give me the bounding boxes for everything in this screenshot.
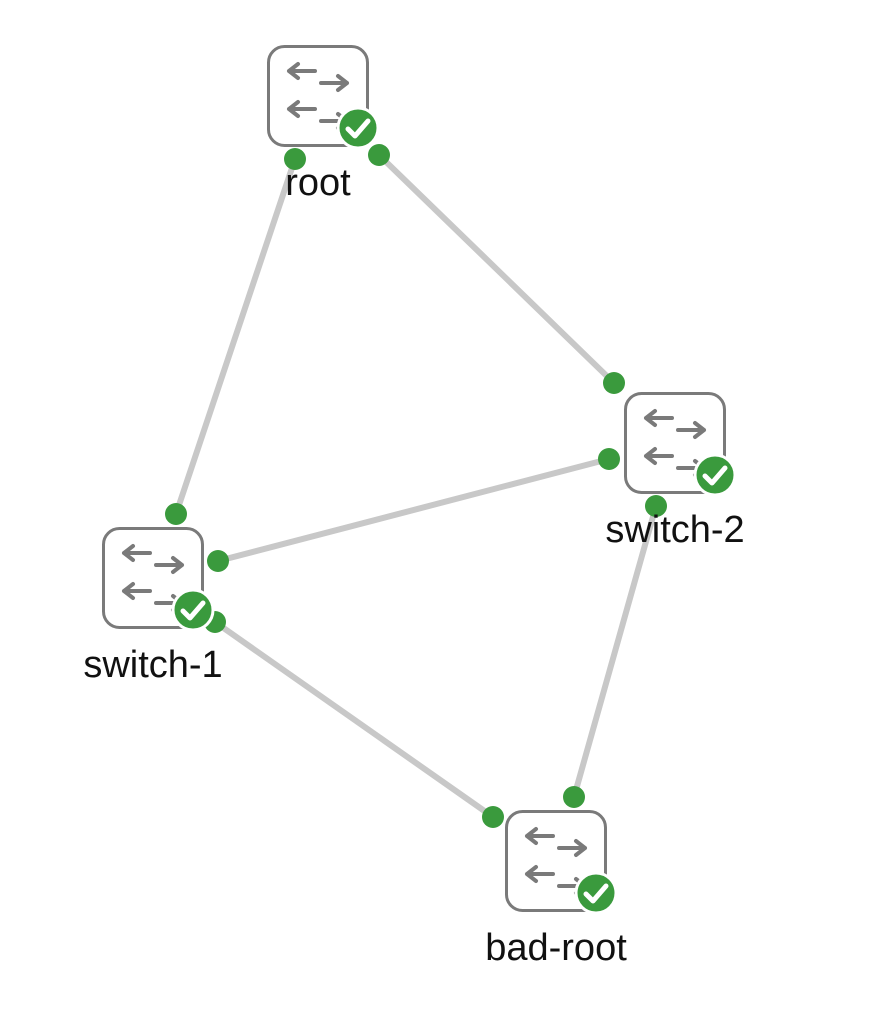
port-root[interactable] [284,148,306,170]
port-switch-2[interactable] [645,495,667,517]
switch-icon [644,409,706,477]
link-switch-1-bad-root[interactable] [212,619,496,820]
port-switch-1[interactable] [207,550,229,572]
node-bad-root[interactable] [505,810,618,915]
port-switch-1[interactable] [165,503,187,525]
check-circle-icon [693,453,737,497]
node-label-bad-root: bad-root [485,927,627,969]
links-layer [173,152,659,820]
check-circle-icon [574,871,618,915]
link-switch-1-switch-2[interactable] [215,456,612,564]
nodes-layer: root switch-2 switch-1 bad-root [83,45,745,969]
link-root-switch-2[interactable] [376,152,617,386]
link-root-switch-1[interactable] [173,156,298,517]
node-label-switch-2: switch-2 [605,509,744,551]
check-circle-icon [336,106,380,150]
check-circle-icon [171,588,215,632]
port-root[interactable] [368,144,390,166]
link-switch-2-bad-root[interactable] [571,503,659,800]
node-switch-2[interactable] [624,392,737,497]
ports-layer [165,144,667,828]
port-switch-2[interactable] [603,372,625,394]
node-label-root: root [285,162,351,204]
port-bad-root[interactable] [563,786,585,808]
node-label-switch-1: switch-1 [83,644,222,686]
port-bad-root[interactable] [482,806,504,828]
node-switch-1[interactable] [102,527,215,632]
node-root[interactable] [267,45,380,150]
port-switch-2[interactable] [598,448,620,470]
